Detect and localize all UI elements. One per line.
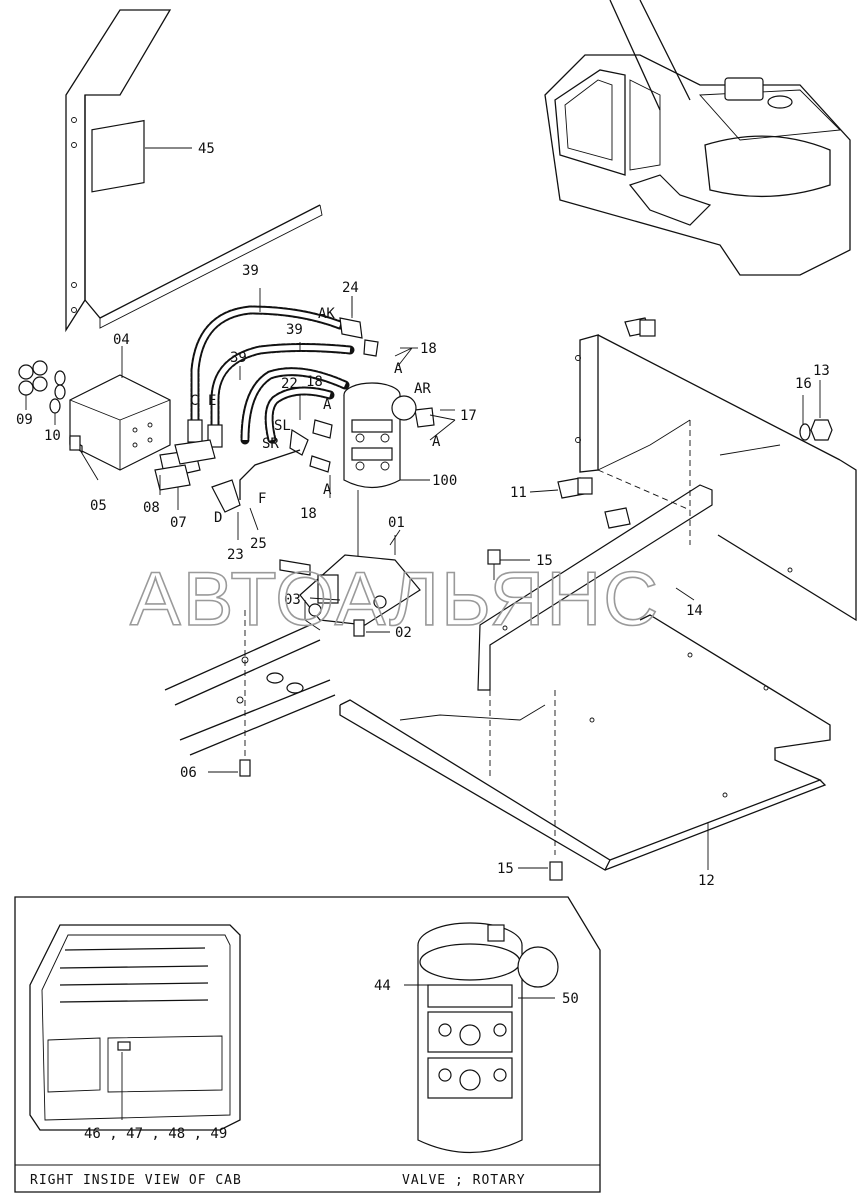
label-11: 11: [510, 485, 527, 501]
label-39-mid: 39: [286, 322, 303, 338]
label-01: 01: [388, 515, 405, 531]
fittings: [154, 296, 435, 513]
part-labels: 45 39 39 39 24 18 18 18 17 04 09 10 05 0…: [16, 141, 830, 889]
label-15-top: 15: [536, 553, 553, 569]
label-15-bottom: 15: [497, 861, 514, 877]
port-a-2: A: [323, 397, 332, 413]
label-10: 10: [44, 428, 61, 444]
label-46-49: 46 , 47 , 48 , 49: [84, 1126, 227, 1142]
port-ak: AK: [318, 306, 335, 322]
label-23: 23: [227, 547, 244, 563]
port-f: F: [258, 491, 266, 507]
label-39-top: 39: [242, 263, 259, 279]
label-06: 06: [180, 765, 197, 781]
label-13: 13: [813, 363, 830, 379]
port-a-4: A: [323, 482, 332, 498]
port-sr: SR: [262, 436, 279, 452]
port-c: C: [190, 393, 198, 409]
floor-plate-left: [164, 610, 336, 777]
label-12: 12: [698, 873, 715, 889]
port-d: D: [214, 510, 222, 526]
label-50: 50: [562, 991, 579, 1007]
excavator-overview: [544, 0, 851, 276]
guard-panel: [477, 334, 857, 691]
cab-inside-view: 46 , 47 , 48 , 49: [29, 924, 241, 1142]
label-05: 05: [90, 498, 107, 514]
port-sl: SL: [274, 418, 291, 434]
label-04: 04: [113, 332, 130, 348]
valve-block: [69, 346, 171, 471]
label-02: 02: [395, 625, 412, 641]
rotary-valve-detail: 44 50: [374, 922, 579, 1153]
port-a-3: A: [432, 434, 441, 450]
label-18-bottom: 18: [300, 506, 317, 522]
label-22: 22: [281, 376, 298, 392]
label-16: 16: [795, 376, 812, 392]
label-07: 07: [170, 515, 187, 531]
rotary-valve: [343, 382, 430, 560]
label-44: 44: [374, 978, 391, 994]
nuts-and-washers: [18, 360, 99, 481]
port-labels: AK AR SL SR C E D F A A A A: [190, 306, 441, 526]
label-24: 24: [342, 280, 359, 296]
port-ar: AR: [414, 381, 431, 397]
port-e: E: [208, 393, 216, 409]
label-14: 14: [686, 603, 703, 619]
watermark: АВТОАЛЬЯНС: [130, 557, 660, 642]
label-09: 09: [16, 412, 33, 428]
port-a-1: A: [394, 361, 403, 377]
label-18-top: 18: [420, 341, 437, 357]
leader-lines: [159, 296, 709, 870]
hydraulic-hoses: [187, 288, 355, 448]
caption-cab-view: RIGHT INSIDE VIEW OF CAB: [30, 1173, 242, 1188]
bolts: [487, 317, 833, 881]
cab-side-panel: [65, 9, 323, 333]
label-03: 03: [284, 592, 301, 608]
cover-plate: [339, 614, 831, 871]
inset-frame: [14, 896, 601, 1193]
label-25: 25: [250, 536, 267, 552]
label-18-mid: 18: [306, 374, 323, 390]
label-100: 100: [432, 473, 457, 489]
label-45: 45: [198, 141, 215, 157]
label-08: 08: [143, 500, 160, 516]
caption-valve: VALVE ; ROTARY: [402, 1173, 526, 1188]
label-17: 17: [460, 408, 477, 424]
label-39-left: 39: [230, 350, 247, 366]
mounting-bracket: [279, 529, 421, 637]
